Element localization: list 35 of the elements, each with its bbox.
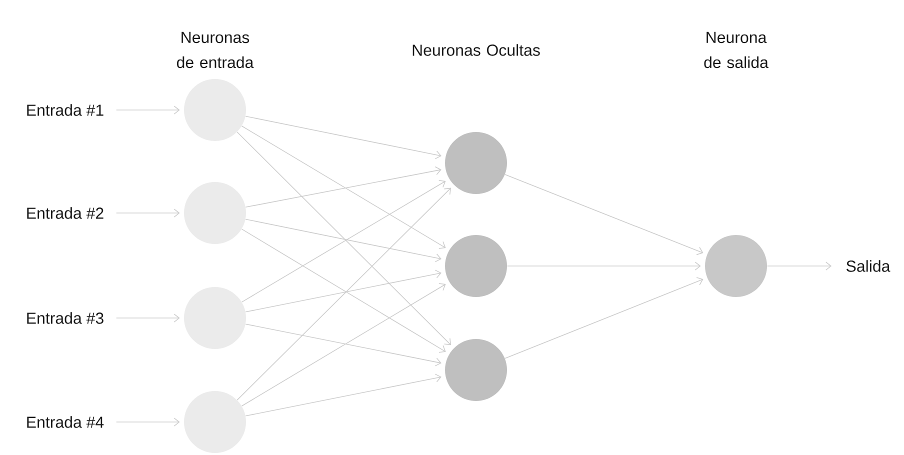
- output-label: Salida: [846, 260, 890, 272]
- arrow: [241, 283, 446, 406]
- input-label: Entrada #2: [27, 207, 104, 219]
- arrow: [506, 262, 701, 270]
- input-neuron: [184, 79, 246, 141]
- input-neuron: [184, 391, 246, 453]
- input-label: Entrada #3: [27, 312, 104, 324]
- output-neuron: [705, 235, 767, 297]
- arrow: [245, 374, 442, 416]
- arrow: [245, 116, 442, 160]
- hidden-neuron: [445, 235, 507, 297]
- arrow: [236, 188, 452, 400]
- arrow: [504, 174, 704, 256]
- arrow: [236, 132, 452, 346]
- hidden-neuron: [445, 132, 507, 194]
- arrow: [245, 166, 442, 208]
- arrow: [116, 418, 180, 426]
- input-neuron: [184, 182, 246, 244]
- arrow: [245, 270, 442, 312]
- arrow: [504, 277, 704, 359]
- input-label: Entrada #4: [27, 416, 104, 428]
- arrow: [245, 218, 442, 262]
- input-neuron: [184, 287, 246, 349]
- arrow: [116, 208, 180, 218]
- arrow: [241, 180, 446, 302]
- arrow: [116, 314, 180, 322]
- input-label: Entrada #1: [27, 104, 104, 116]
- column-heading: Neuronas Ocultas: [412, 44, 540, 56]
- arrow: [241, 126, 446, 249]
- arrow: [766, 262, 832, 270]
- hidden-neuron: [445, 339, 507, 401]
- arrow: [116, 106, 180, 114]
- arrow: [241, 228, 446, 353]
- arrow: [245, 324, 442, 366]
- column-heading: Neurona de salida: [704, 32, 768, 68]
